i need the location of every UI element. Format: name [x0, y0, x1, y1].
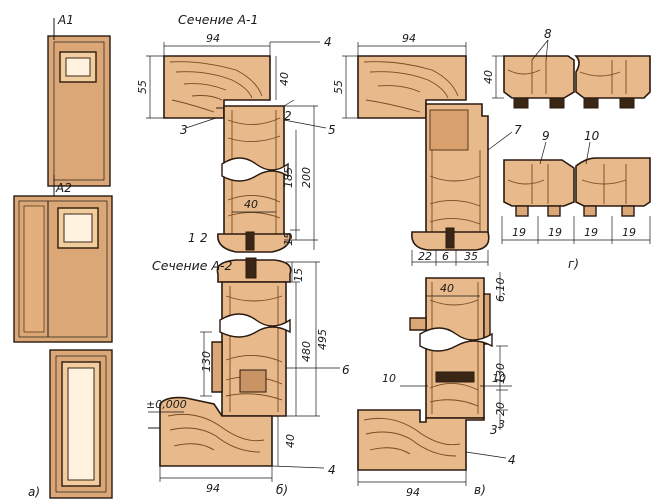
subfigure-b: б) [276, 483, 288, 497]
dim-v-6-10: 6,10 [494, 278, 507, 303]
dim-b-200: 200 [300, 167, 313, 188]
mark-a1: А1 [57, 13, 74, 27]
dim-b-40-top: 40 [278, 72, 291, 86]
section-a2-title: Сечение А-2 [152, 258, 233, 273]
dim-v-10-left: 10 [382, 372, 396, 385]
dim-v-20: 20 [494, 402, 507, 416]
dim-b-495: 495 [316, 329, 329, 350]
dim-b-130: 130 [200, 351, 213, 372]
dim-b-480: 480 [300, 341, 313, 362]
callout-7: 7 [514, 123, 522, 137]
section-v-bottom [357, 277, 493, 471]
mark-a2: А2 [55, 181, 72, 195]
profiles-g-bottom [503, 157, 651, 217]
callout-numbers: 1 2 2 3 3 4 4 4 5 6 7 8 9 10 [180, 27, 600, 477]
callout-2: 2 [200, 231, 208, 245]
section-b-top [163, 55, 291, 253]
callout-4: 4 [324, 35, 332, 49]
dim-b-185: 185 [282, 167, 295, 188]
dim-b-55: 55 [136, 80, 149, 94]
dim-v-40: 40 [440, 282, 454, 295]
section-b-bottom [148, 257, 292, 467]
callout-4b: 4 [328, 463, 336, 477]
callout-5: 5 [328, 123, 336, 137]
dim-g-19-3: 19 [584, 226, 598, 239]
door-front-view [47, 18, 111, 196]
dim-g-40: 40 [482, 70, 495, 84]
dim-b-94-top: 94 [206, 32, 220, 45]
dim-b-94-bot: 94 [206, 482, 220, 495]
callout-9: 9 [542, 129, 550, 143]
door-glazed-view [49, 349, 113, 499]
callout-1: 1 [188, 231, 196, 245]
callout-4c: 4 [508, 453, 516, 467]
dim-b-15-b: 15 [292, 268, 305, 282]
profiles-g-top [503, 55, 651, 109]
callout-3: 3 [180, 123, 188, 137]
dim-v-35: 35 [464, 250, 478, 263]
dim-g-19-1: 19 [512, 226, 526, 239]
dim-v-94-top: 94 [402, 32, 416, 45]
dimension-values: 94 55 40 185 200 40 15 15 130 480 495 40… [136, 32, 636, 499]
callout-8: 8 [544, 27, 552, 41]
level-mark: ±0,000 [146, 398, 187, 411]
callout-2b: 2 [284, 109, 292, 123]
callout-3b: 3 [490, 423, 498, 437]
section-a1-title: Сечение А-1 [178, 12, 258, 27]
subfigure-g: г) [568, 257, 579, 271]
dim-v-6: 6 [442, 250, 449, 263]
subfigure-v: в) [474, 483, 486, 497]
dim-g-19-2: 19 [548, 226, 562, 239]
dim-v-22: 22 [418, 250, 432, 263]
dim-v-94-bot: 94 [406, 486, 420, 499]
callout-10: 10 [584, 129, 600, 143]
dim-v-130: 130 [494, 363, 507, 384]
dim-v-55: 55 [332, 80, 345, 94]
callout-6: 6 [342, 363, 350, 377]
dim-g-19-4: 19 [622, 226, 636, 239]
dim-b-40-mid: 40 [244, 198, 258, 211]
dim-b-15-a: 15 [282, 232, 295, 246]
dim-v-10-right: 10 [492, 372, 506, 385]
text-labels: Сечение А-1 Сечение А-2 А1 А2 ±0,000 а) … [28, 12, 579, 499]
subfigure-a: а) [28, 485, 40, 499]
dim-b-40-bot: 40 [284, 434, 297, 448]
dim-v-3: 3 [498, 418, 505, 431]
section-v-top [357, 55, 490, 251]
door-two-panel-view [13, 195, 113, 343]
